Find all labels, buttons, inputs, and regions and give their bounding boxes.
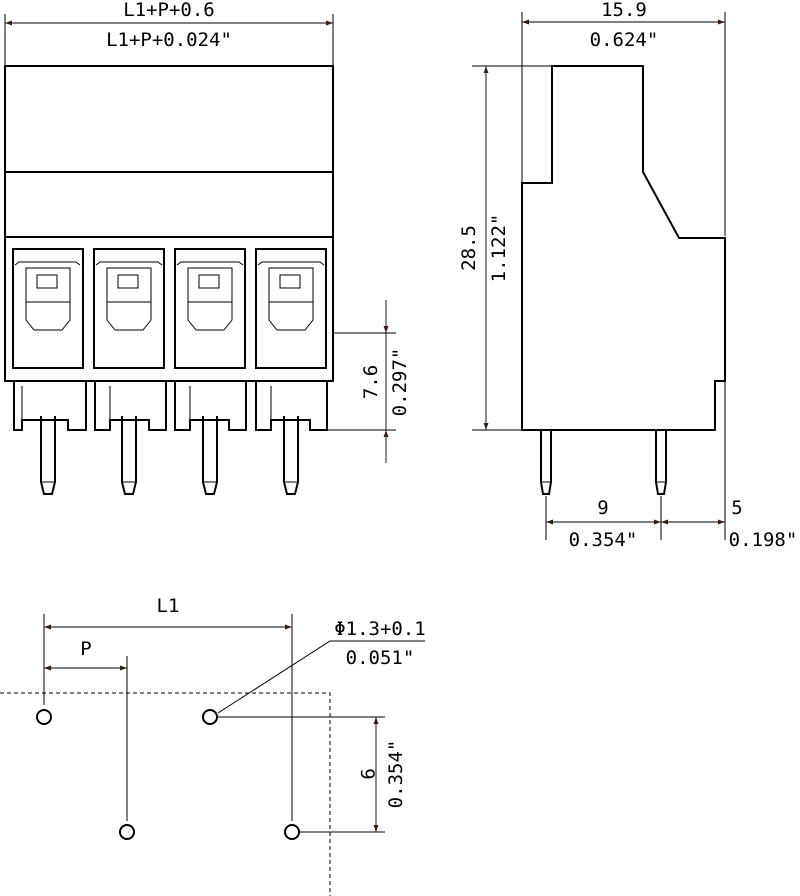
block-base xyxy=(13,381,328,431)
pin-spacing-mm-label: 9 xyxy=(597,497,608,519)
width-in-label: L1+P+0.024" xyxy=(106,29,232,51)
side-width-in-label: 0.624" xyxy=(590,29,659,51)
front-pin xyxy=(40,416,56,495)
l1-label: L1 xyxy=(157,595,180,617)
pin-spacing-in-label: 0.354" xyxy=(569,529,638,551)
side-pin xyxy=(655,430,667,495)
side-pin xyxy=(540,430,552,495)
front-view: L1+P+0.6 L1+P+0.024" xyxy=(4,0,411,495)
block-body xyxy=(4,65,334,382)
side-height-in-label: 1.122" xyxy=(488,214,510,283)
hole-diameter-in-label: 0.051" xyxy=(346,647,415,669)
pcb-hole xyxy=(202,709,218,725)
hole-diameter-leader xyxy=(217,640,425,714)
row-spacing-in-label: 0.354" xyxy=(385,740,407,809)
pcb-footprint: L1 P Φ1.3+0.1 0.051" 9 0.354" xyxy=(0,595,426,896)
footprint-outline xyxy=(0,692,331,896)
pcb-hole xyxy=(119,824,135,840)
side-width-mm-label: 15.9 xyxy=(601,0,647,21)
clamp-window xyxy=(174,248,246,369)
clamp-window xyxy=(12,248,84,369)
pcb-hole xyxy=(284,824,300,840)
p-label: P xyxy=(80,638,91,660)
width-mm-label: L1+P+0.6 xyxy=(123,0,215,21)
row-spacing-mm-label: 9 xyxy=(356,768,378,779)
side-view: 15.9 0.624" 28.5 1.122" 9 0.354" 5 0.198… xyxy=(458,0,797,551)
pin-offset-in-label: 0.198" xyxy=(729,529,798,551)
front-pin xyxy=(202,416,218,495)
pcb-hole xyxy=(36,709,52,725)
front-pin xyxy=(283,416,299,495)
side-height-mm-label: 28.5 xyxy=(458,225,480,271)
pin-height-in-label: 0.297" xyxy=(389,348,411,417)
front-pin xyxy=(121,416,137,495)
pin-height-mm-label: 7.6 xyxy=(360,365,382,399)
side-profile xyxy=(521,65,726,431)
pin-offset-mm-label: 5 xyxy=(731,497,742,519)
clamp-window xyxy=(93,248,165,369)
hole-diameter-mm-label: Φ1.3+0.1 xyxy=(334,618,426,640)
clamp-window xyxy=(255,248,327,369)
